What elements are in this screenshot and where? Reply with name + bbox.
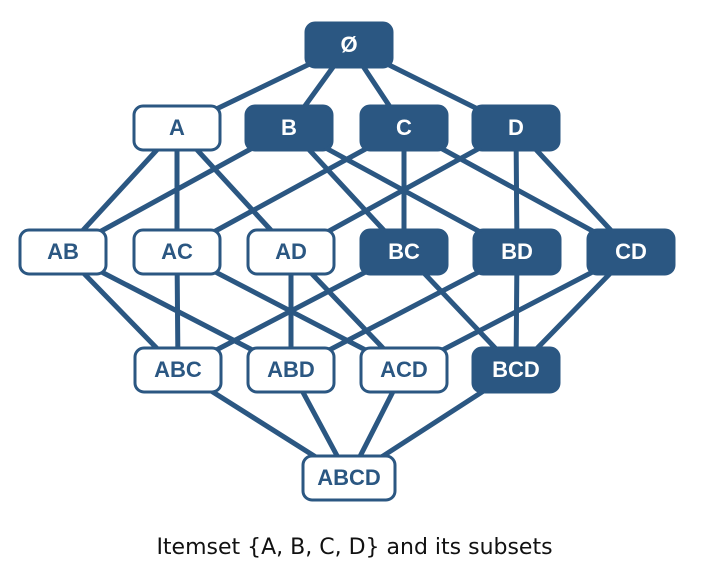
node-box — [471, 346, 561, 394]
node-label: C — [396, 115, 412, 140]
node-b: B — [244, 104, 334, 152]
node-label: ACD — [380, 357, 428, 382]
node-empty: Ø — [304, 21, 394, 69]
node-c: C — [359, 104, 449, 152]
node-box — [472, 228, 562, 276]
node-abcd: ABCD — [301, 454, 397, 502]
node-box — [301, 454, 397, 502]
node-box — [244, 104, 334, 152]
node-ad: AD — [246, 228, 336, 276]
node-label: CD — [615, 239, 647, 264]
node-box — [133, 346, 223, 394]
node-box — [246, 228, 336, 276]
diagram-caption: Itemset {A, B, C, D} and its subsets — [156, 535, 553, 560]
node-abc: ABC — [133, 346, 223, 394]
node-abd: ABD — [246, 346, 336, 394]
node-acd: ACD — [359, 346, 449, 394]
node-label: AC — [161, 239, 193, 264]
node-label: AD — [275, 239, 307, 264]
node-box — [18, 228, 108, 276]
node-label: D — [508, 115, 524, 140]
node-bcd: BCD — [471, 346, 561, 394]
node-bd: BD — [472, 228, 562, 276]
node-a: A — [132, 104, 222, 152]
node-label: BC — [388, 239, 420, 264]
node-label: AB — [47, 239, 79, 264]
node-label: ABCD — [317, 465, 381, 490]
node-box — [586, 228, 676, 276]
node-box — [132, 228, 222, 276]
node-ab: AB — [18, 228, 108, 276]
node-box — [359, 228, 449, 276]
node-box — [246, 346, 336, 394]
node-label: B — [281, 115, 297, 140]
node-label: ABD — [267, 357, 315, 382]
node-box — [132, 104, 222, 152]
node-cd: CD — [586, 228, 676, 276]
node-label: ABC — [154, 357, 202, 382]
node-d: D — [471, 104, 561, 152]
node-label: Ø — [340, 32, 357, 57]
node-label: A — [169, 115, 185, 140]
node-label: BCD — [492, 357, 540, 382]
node-box — [359, 104, 449, 152]
node-box — [304, 21, 394, 69]
node-box — [359, 346, 449, 394]
node-bc: BC — [359, 228, 449, 276]
node-box — [471, 104, 561, 152]
node-label: BD — [501, 239, 533, 264]
node-ac: AC — [132, 228, 222, 276]
